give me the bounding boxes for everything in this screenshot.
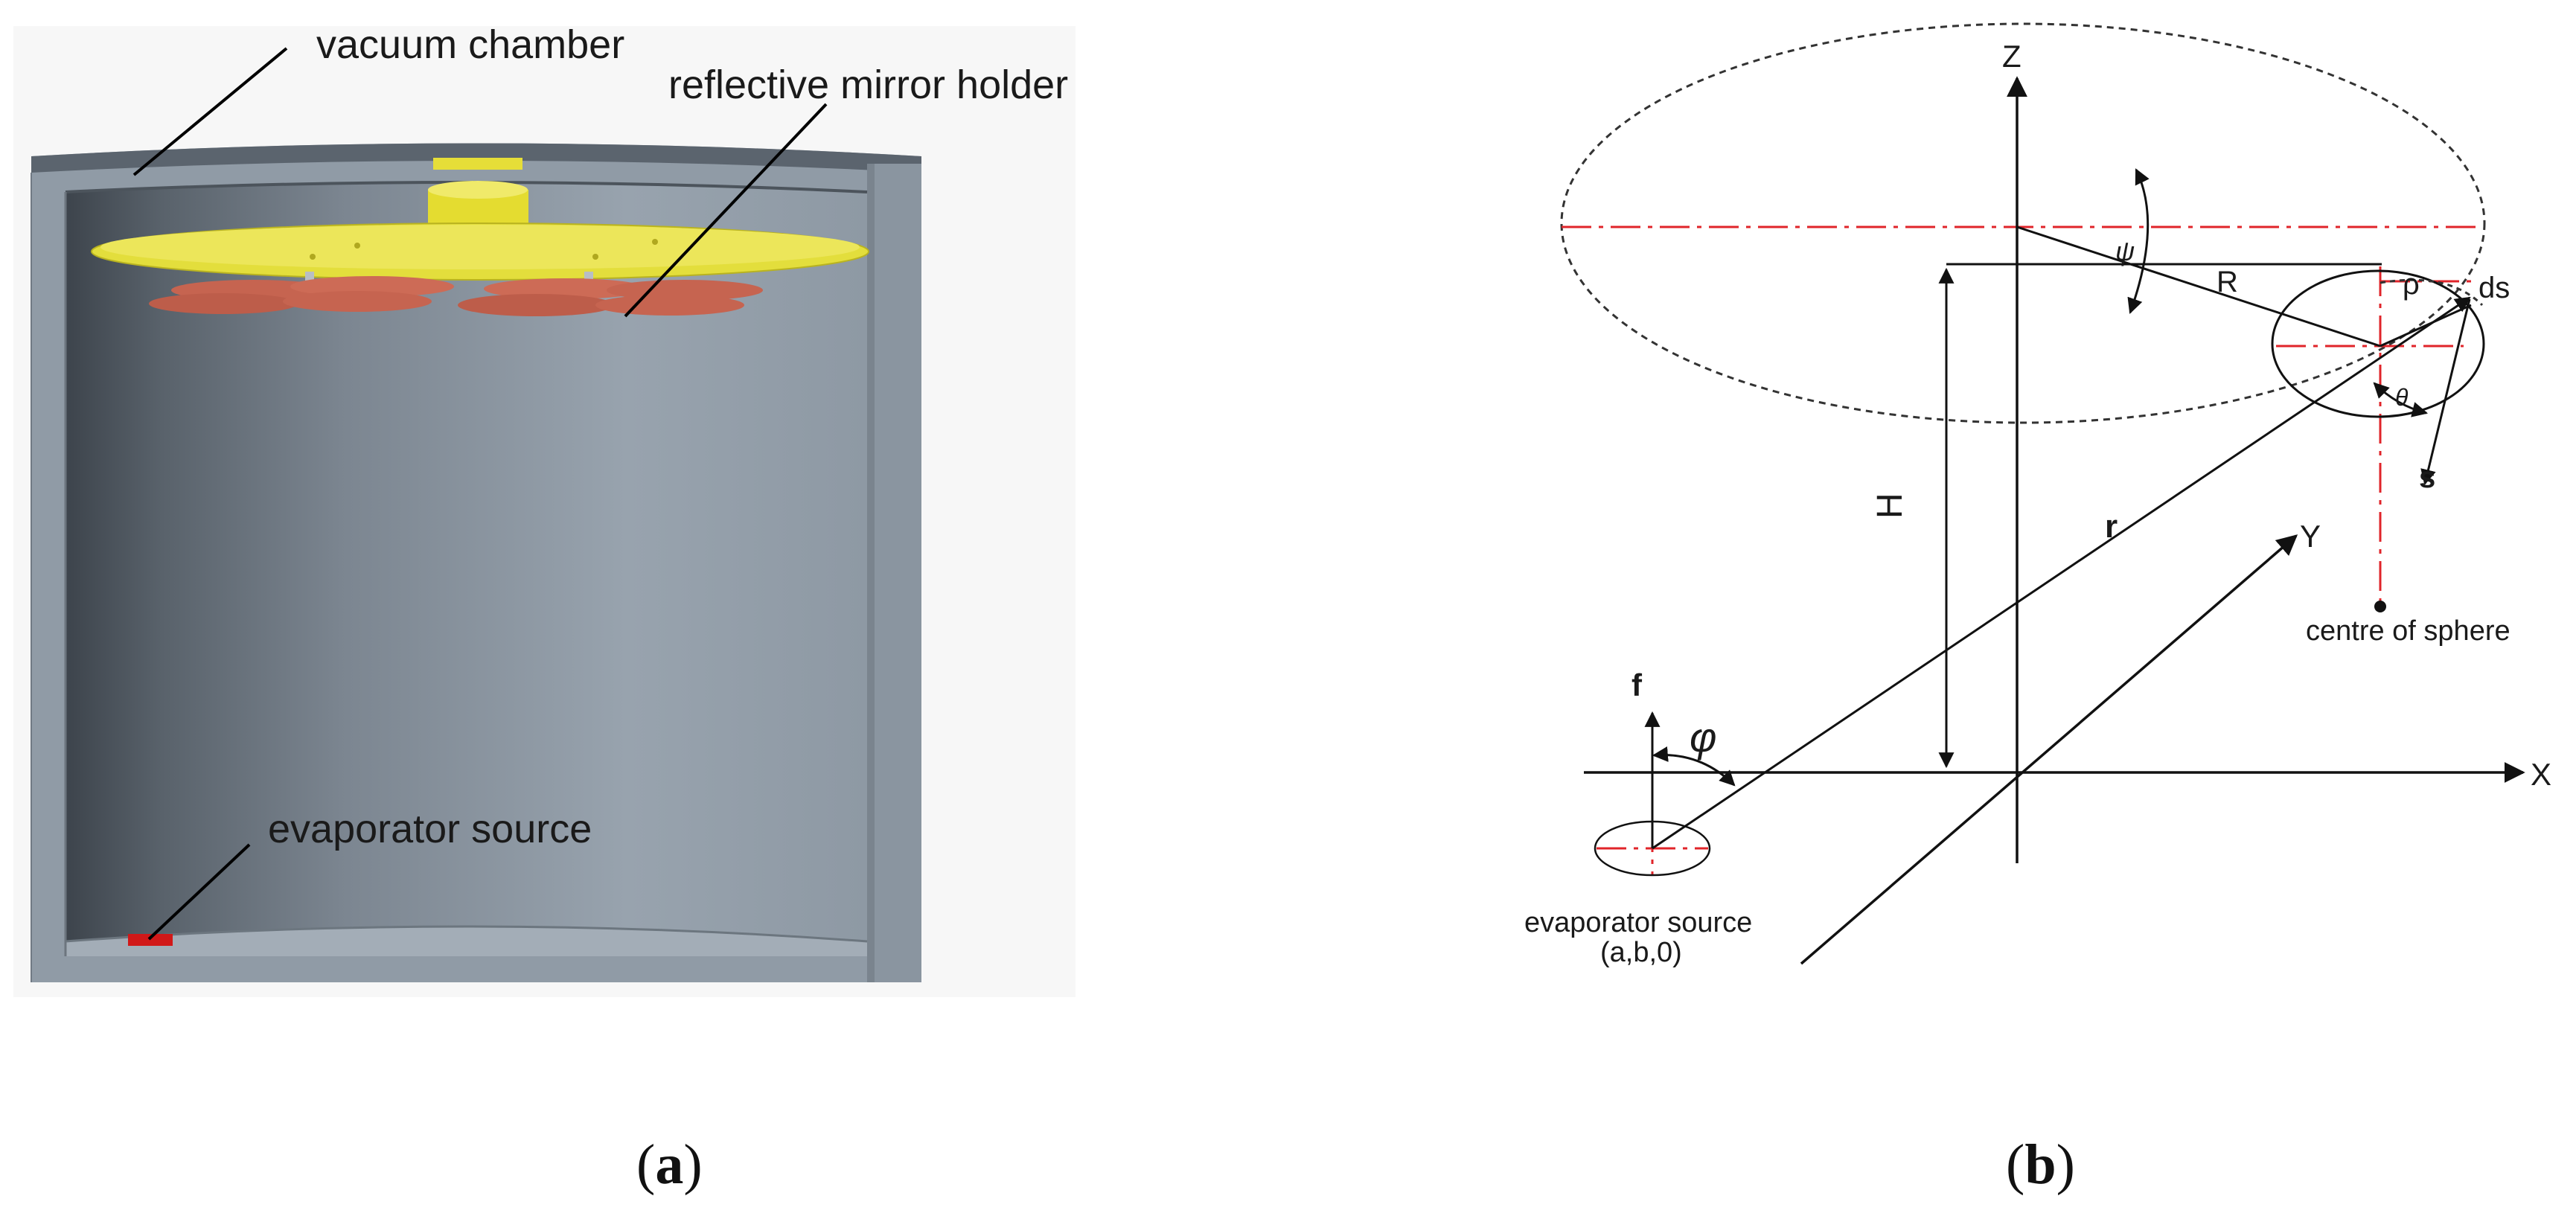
label-centre-of-sphere: centre of sphere bbox=[2306, 615, 2511, 647]
red-centerlines bbox=[1562, 225, 2482, 874]
vacuum-chamber-body bbox=[31, 143, 921, 982]
leader-line-chamber bbox=[132, 47, 288, 176]
evaporator-source-ellipse bbox=[1594, 820, 1711, 877]
axis-label-y: Y bbox=[2300, 519, 2321, 554]
panel-b-labels: Z X Y R ρ ds θ s ψ H r f φ centre of sph… bbox=[1524, 39, 2551, 1196]
leader-line-holder bbox=[624, 103, 828, 318]
evaporator-source-block bbox=[128, 934, 173, 946]
label-evaporator-source-b: evaporator source bbox=[1524, 907, 1752, 938]
label-rho: ρ bbox=[2403, 268, 2420, 301]
s-normal-vector bbox=[2420, 298, 2471, 486]
y-axis bbox=[1800, 534, 2298, 965]
label-ds: ds bbox=[2478, 272, 2510, 304]
panel-a: vacuum chamber reflective mirror holder … bbox=[13, 22, 1076, 1196]
label-vacuum-chamber: vacuum chamber bbox=[316, 22, 624, 67]
label-theta: θ bbox=[2395, 384, 2409, 411]
label-s: s bbox=[2419, 461, 2435, 494]
axis-label-z: Z bbox=[2002, 39, 2022, 74]
label-r: r bbox=[2105, 508, 2118, 545]
label-R: R bbox=[2217, 266, 2238, 298]
caption-a: (a) bbox=[636, 1133, 703, 1196]
centre-of-sphere-dot bbox=[2374, 601, 2386, 612]
label-H: H bbox=[1870, 493, 1910, 519]
label-reflective-mirror-holder: reflective mirror holder bbox=[668, 63, 1068, 107]
mirror-ellipse bbox=[2271, 269, 2485, 418]
panel-b bbox=[1560, 22, 2525, 965]
caption-b-letter: b bbox=[2024, 1133, 2056, 1196]
r-radius-line bbox=[2016, 225, 2381, 348]
leader-line-evaporator bbox=[147, 843, 251, 941]
label-phi: φ bbox=[1690, 714, 1717, 761]
label-source-coords: (a,b,0) bbox=[1600, 937, 1682, 968]
caption-b: (b) bbox=[2006, 1133, 2075, 1196]
caption-a-letter: a bbox=[655, 1133, 683, 1196]
r-vector-line bbox=[1652, 296, 2471, 850]
theta-angle-arc bbox=[2373, 382, 2429, 417]
label-evaporator-source: evaporator source bbox=[268, 807, 592, 851]
phi-angle-arc bbox=[1652, 746, 1736, 787]
axis-label-x: X bbox=[2531, 757, 2551, 792]
psi-angle-arc bbox=[2127, 168, 2150, 314]
rho-line bbox=[2380, 304, 2472, 348]
label-psi: ψ bbox=[2115, 236, 2135, 266]
large-orbit-ellipse bbox=[1560, 22, 2486, 424]
label-f: f bbox=[1631, 668, 1643, 702]
mirror-dashed-arc bbox=[2380, 278, 2484, 307]
